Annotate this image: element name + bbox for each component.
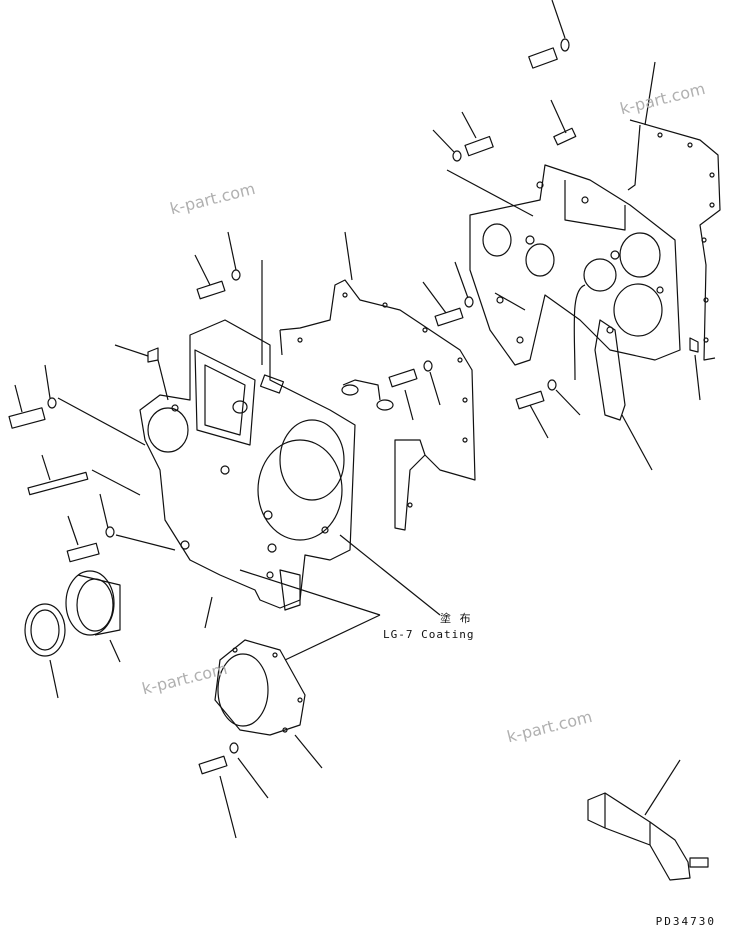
gasket-rear (627, 61, 721, 361)
plug-right (621, 337, 701, 471)
bolt-top (528, 0, 570, 69)
bolt-lower-right (515, 284, 586, 439)
bolt-bottom (198, 742, 269, 839)
bolt-mid-right (422, 261, 526, 327)
coating-note-en: LG-7 Coating (383, 628, 475, 641)
bolt-left-2 (66, 493, 176, 563)
gasket-front (279, 231, 476, 531)
seal-cover (214, 639, 323, 769)
seal-small (24, 603, 66, 699)
bolt-front-top (194, 231, 263, 365)
coating-leaders (239, 534, 441, 661)
coating-note-jp: 塗 布 (440, 612, 472, 625)
drawing-code: PD34730 (655, 915, 716, 928)
cap-screw (114, 344, 169, 401)
bolt-center (388, 360, 441, 421)
dowel-pin (550, 99, 577, 146)
stud-pin (27, 454, 141, 496)
front-cover (139, 319, 356, 629)
bolt-left-1 (8, 364, 146, 446)
bolt-cover-upper (432, 111, 534, 217)
special-tool (587, 759, 709, 881)
gear-housing-rear (469, 164, 681, 421)
seal-large (65, 570, 121, 663)
